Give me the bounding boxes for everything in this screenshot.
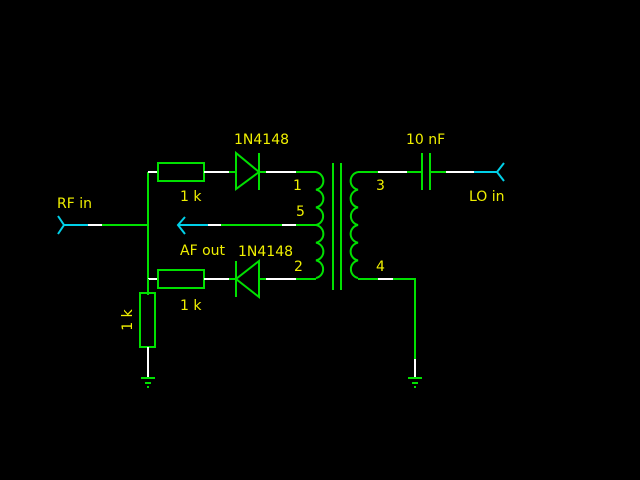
- capacitor[interactable]: [421, 153, 431, 190]
- lo-in-port[interactable]: [474, 162, 505, 182]
- resistor-top-label: 1 k: [180, 189, 202, 205]
- pin-2-label: 2: [294, 259, 303, 275]
- pin-5-label: 5: [296, 204, 305, 220]
- wire: [393, 278, 416, 359]
- capacitor-label: 10 nF: [406, 132, 445, 148]
- rf-in-label: RF in: [57, 196, 92, 212]
- ground-left-icon: [141, 377, 155, 388]
- diode-top-label: 1N4148: [234, 132, 289, 148]
- resistor-bottom-label: 1 k: [180, 298, 202, 314]
- diode-bottom[interactable]: [234, 258, 260, 300]
- diode-top[interactable]: [235, 150, 261, 191]
- resistor-shunt[interactable]: [139, 292, 156, 348]
- resistor-shunt-label: 1 k: [120, 308, 136, 330]
- resistor-bottom[interactable]: [157, 269, 205, 289]
- ground-right-icon: [408, 377, 422, 388]
- pin-3-label: 3: [376, 178, 385, 194]
- pin-1-label: 1: [293, 178, 302, 194]
- transformer-core: [332, 163, 342, 290]
- rf-in-port[interactable]: [57, 215, 148, 235]
- af-out-label: AF out: [180, 243, 226, 259]
- resistor-top[interactable]: [157, 162, 205, 182]
- transformer-primary-coil: [315, 171, 325, 279]
- transformer-secondary-coil: [349, 171, 359, 279]
- pin-4-label: 4: [376, 259, 385, 275]
- af-out-port[interactable]: [176, 216, 316, 235]
- lo-in-label: LO in: [469, 189, 505, 205]
- diode-bottom-label: 1N4148: [238, 244, 293, 260]
